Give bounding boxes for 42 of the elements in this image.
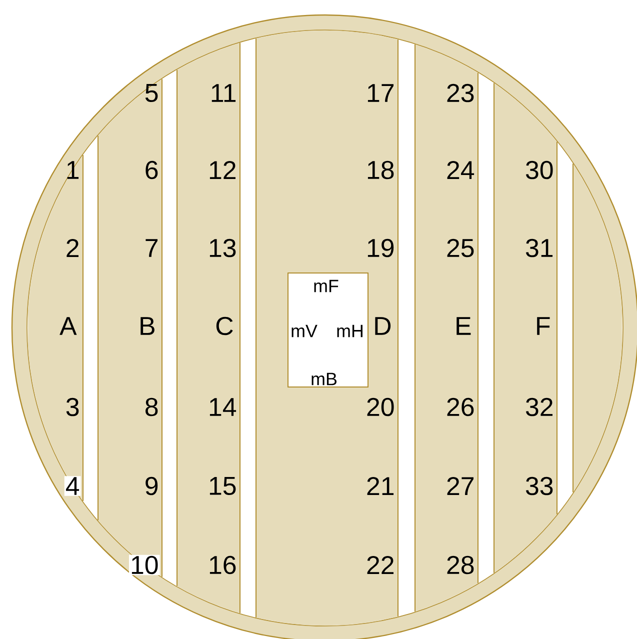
marker-label: mV xyxy=(292,324,318,338)
position-number: 27 xyxy=(447,476,474,496)
position-number: 26 xyxy=(447,398,474,416)
position-number: 9 xyxy=(146,476,158,496)
position-number: 2 xyxy=(66,238,78,258)
position-number: 7 xyxy=(146,239,158,257)
position-number: 15 xyxy=(210,476,236,496)
marker-label: mH xyxy=(337,324,362,338)
position-number: 21 xyxy=(367,476,394,496)
position-number: 31 xyxy=(526,238,553,258)
position-number: 30 xyxy=(526,160,553,180)
marker-label: mF xyxy=(314,280,338,292)
position-number: 13 xyxy=(210,238,236,258)
position-number: 19 xyxy=(368,238,394,258)
position-number: 33 xyxy=(526,476,553,496)
column-letter: A xyxy=(60,317,77,335)
position-number: 24 xyxy=(447,160,474,180)
column-letter: E xyxy=(456,317,471,335)
position-number: 5 xyxy=(145,84,158,102)
marker-label: mB xyxy=(312,372,336,386)
column-letter: C xyxy=(216,316,233,336)
strip xyxy=(572,163,622,493)
column-letter: F xyxy=(537,317,550,335)
position-number: 11 xyxy=(212,84,236,102)
position-number: 4 xyxy=(64,476,81,496)
position-number: 32 xyxy=(526,398,552,416)
position-number: 3 xyxy=(66,398,79,416)
position-number: 6 xyxy=(146,160,158,180)
position-number: 23 xyxy=(447,84,474,102)
column-letter: B xyxy=(140,317,154,335)
position-number: 16 xyxy=(210,556,236,574)
position-number: 22 xyxy=(367,556,394,574)
column-letter: D xyxy=(375,317,391,335)
position-number: 28 xyxy=(447,556,474,574)
position-number: 25 xyxy=(447,238,474,258)
position-number: 17 xyxy=(368,84,394,102)
position-number: 20 xyxy=(367,398,394,416)
position-number: 12 xyxy=(210,160,236,180)
position-number: 14 xyxy=(210,398,236,416)
position-number: 18 xyxy=(368,160,394,180)
position-number: 10 xyxy=(128,554,160,576)
position-number: 8 xyxy=(146,398,158,416)
